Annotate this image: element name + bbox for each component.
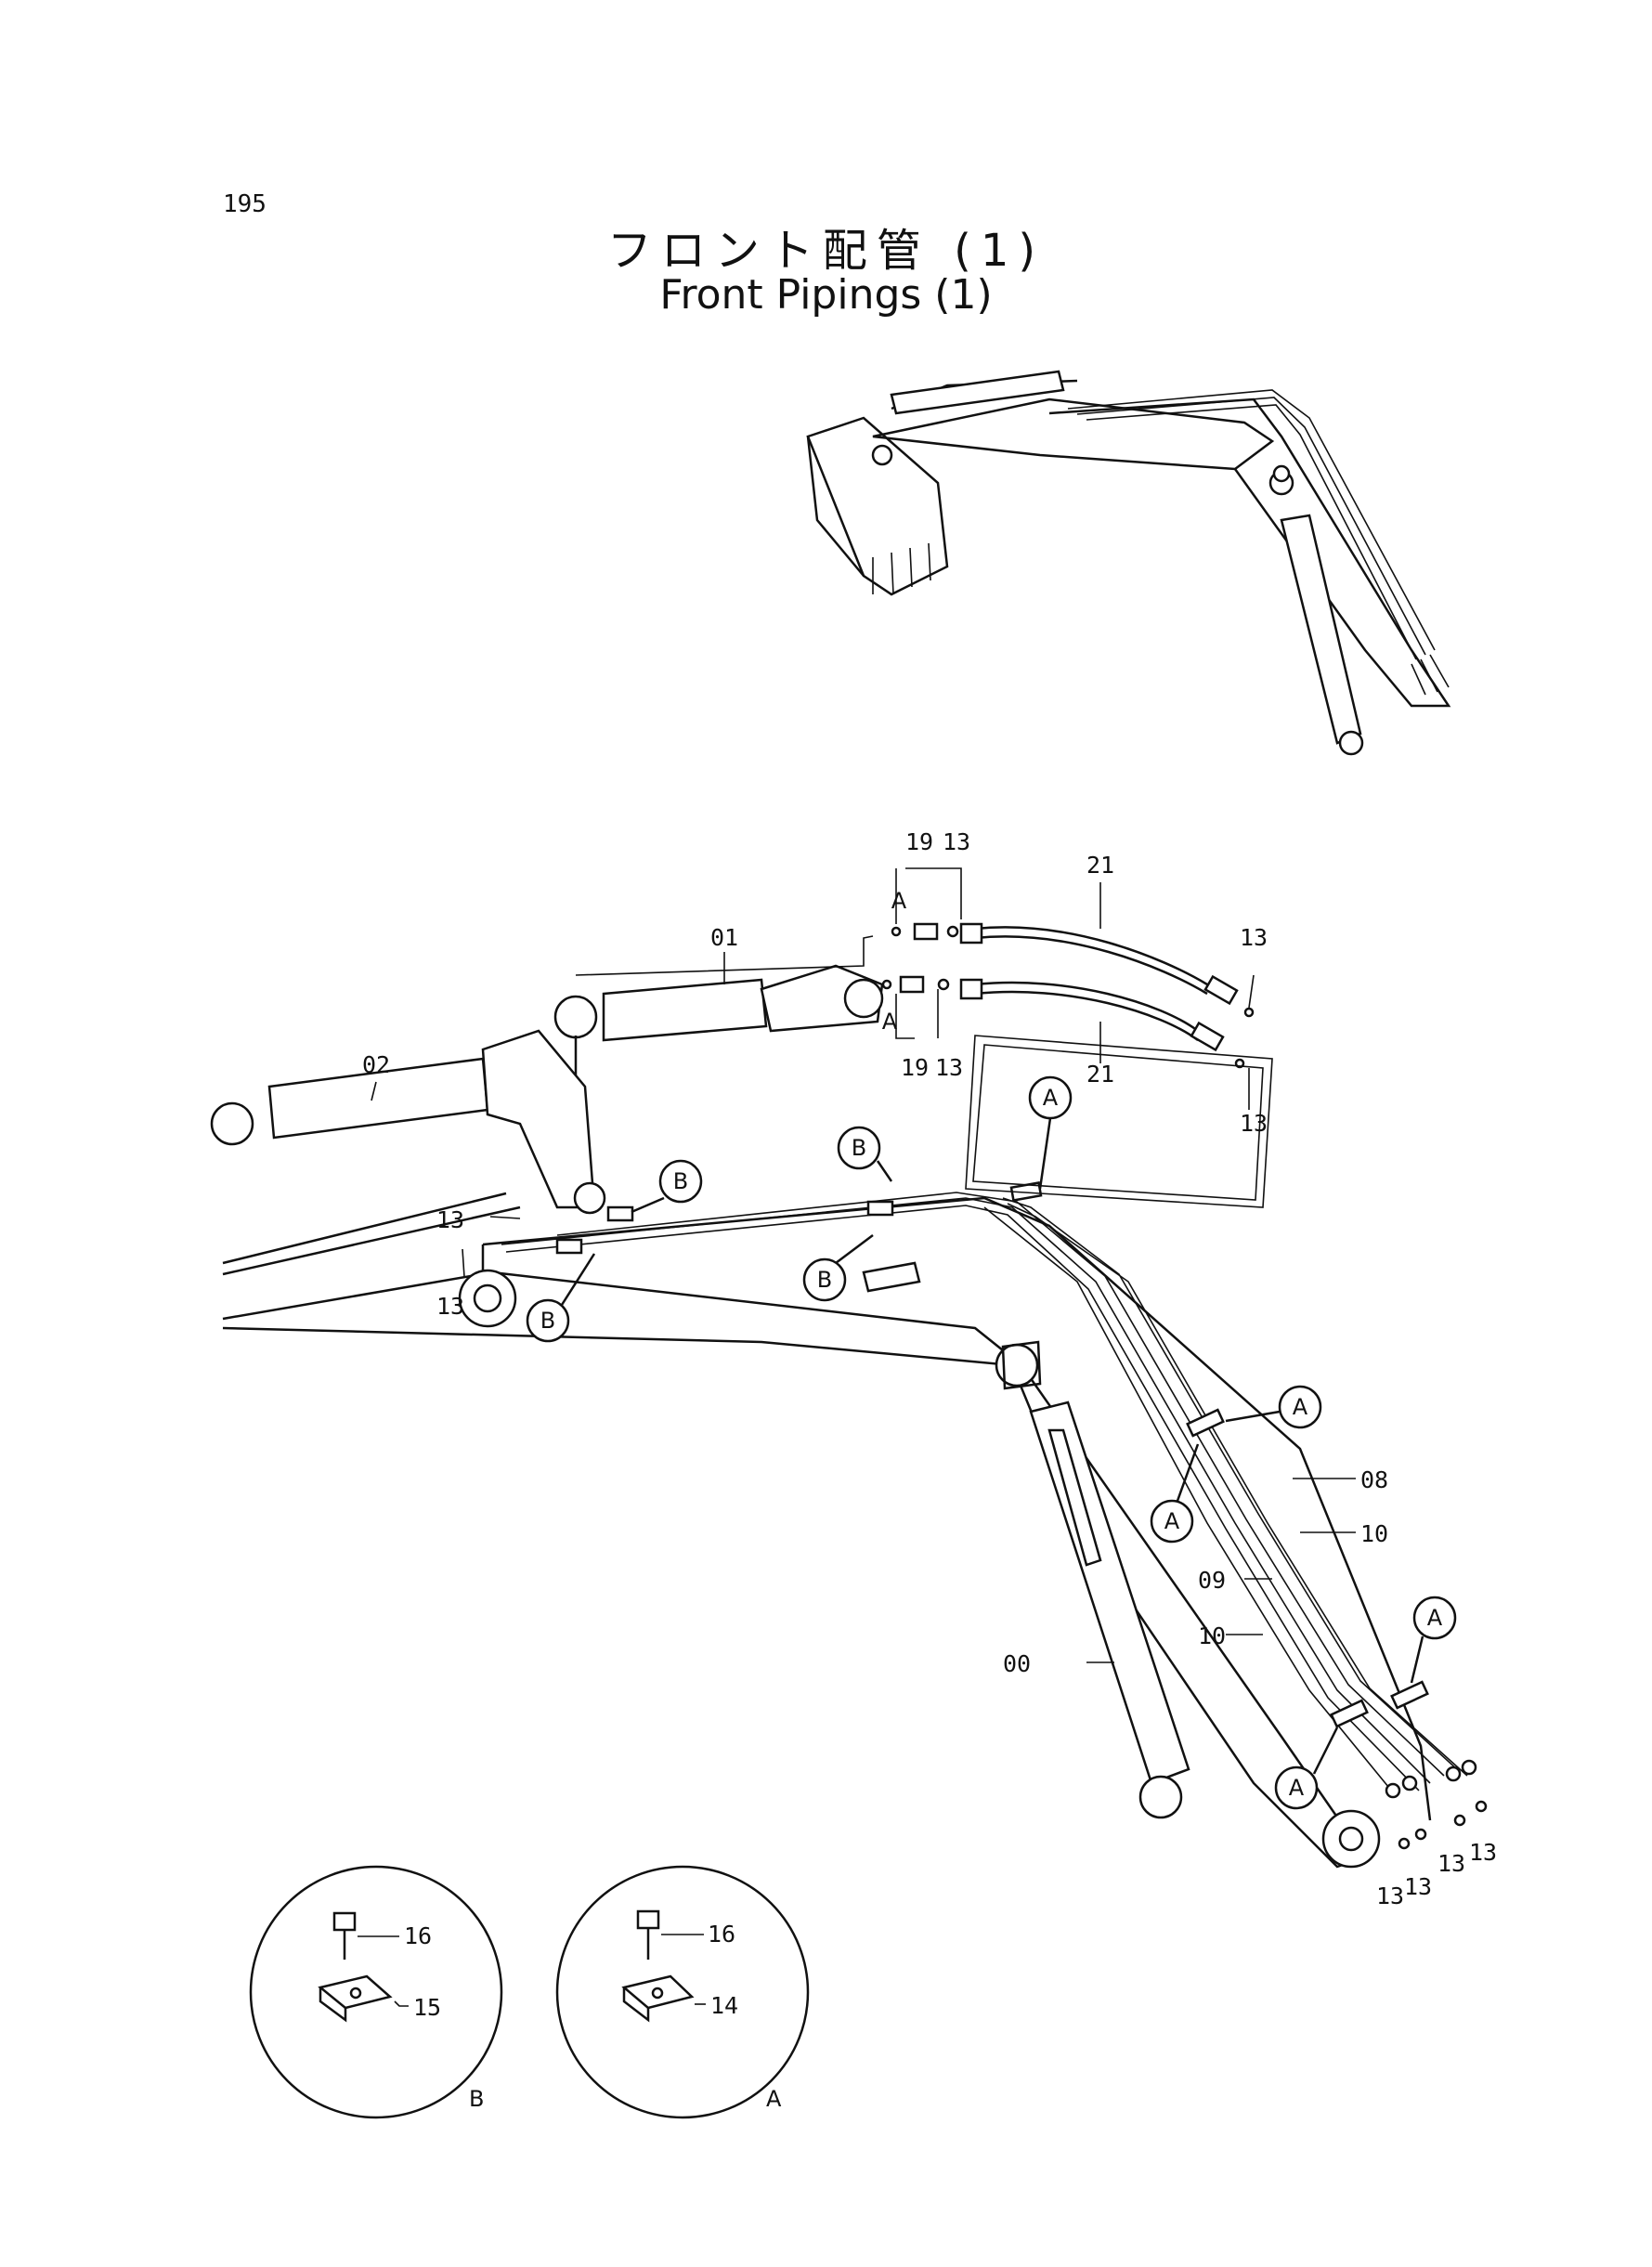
label-13-j: 13 xyxy=(1469,1839,1497,1866)
label-10-a: 10 xyxy=(1360,1520,1388,1547)
label-13-a: 13 xyxy=(1240,924,1268,951)
label-13-h: 13 xyxy=(1404,1873,1432,1900)
bucket-cylinder xyxy=(210,1029,606,1215)
label-13-e: 13 xyxy=(436,1206,464,1233)
ref-marker-a-4: A xyxy=(1427,1605,1443,1631)
label-13-f: 13 xyxy=(436,1293,464,1320)
label-08: 08 xyxy=(1360,1466,1388,1493)
detail-a-name: A xyxy=(766,2086,782,2112)
label-13-b: 13 xyxy=(1240,1110,1268,1137)
detail-view-a: 16 14 A xyxy=(555,1865,810,2119)
label-01: 01 xyxy=(710,924,738,951)
detail-b-label-15: 15 xyxy=(413,1994,441,2021)
label-02: 02 xyxy=(362,1051,390,1078)
label-13-g: 13 xyxy=(1376,1883,1404,1909)
hose-bundle xyxy=(501,1181,1488,1850)
boom-assembly xyxy=(222,1192,1432,1869)
ref-marker-a-5: A xyxy=(1289,1775,1305,1801)
ref-marker-a-2: A xyxy=(1293,1394,1308,1420)
ref-marker-b-2: B xyxy=(673,1168,688,1194)
ref-marker-b-1: B xyxy=(852,1135,866,1161)
ref-marker-a-3: A xyxy=(1164,1508,1180,1534)
ref-marker-a-1: A xyxy=(1043,1085,1059,1111)
label-10-b: 10 xyxy=(1198,1622,1226,1649)
arm-cylinder xyxy=(553,964,884,1208)
page-number: 195 xyxy=(223,190,267,218)
hoses-21 xyxy=(575,867,1273,1208)
page-title-japanese: フロント配管 (1) xyxy=(606,225,1046,277)
detail-b-label-16: 16 xyxy=(404,1922,432,1949)
label-19-b: 19 xyxy=(901,1054,929,1081)
detail-b-name: B xyxy=(469,2086,484,2112)
label-21-top: 21 xyxy=(1086,852,1114,879)
label-09: 09 xyxy=(1198,1567,1226,1594)
detail-view-b: 16 15 B xyxy=(249,1865,503,2119)
part-labels: 01 02 00 08 10 09 10 21 21 13 13 19 13 1… xyxy=(362,828,1497,1909)
label-00: 00 xyxy=(1003,1650,1031,1677)
label-ref-a-top: A xyxy=(891,888,907,914)
page-title-english: Front Pipings (1) xyxy=(659,271,993,319)
ref-markers xyxy=(526,1075,1457,1810)
overview-illustration xyxy=(806,370,1451,756)
leader-lines xyxy=(371,952,1356,1663)
detail-a-label-14: 14 xyxy=(710,1992,738,2019)
label-19-a: 19 xyxy=(905,828,933,855)
ref-marker-b-4: B xyxy=(540,1308,555,1334)
label-ref-a-bottom: A xyxy=(882,1009,898,1035)
label-21-bottom: 21 xyxy=(1086,1061,1114,1088)
label-13-i: 13 xyxy=(1437,1850,1465,1877)
detail-a-label-16: 16 xyxy=(708,1921,735,1948)
ref-marker-b-3: B xyxy=(817,1267,832,1293)
label-13-c: 13 xyxy=(943,828,970,855)
label-13-d: 13 xyxy=(935,1054,963,1081)
boom-cylinder xyxy=(995,1340,1190,1819)
